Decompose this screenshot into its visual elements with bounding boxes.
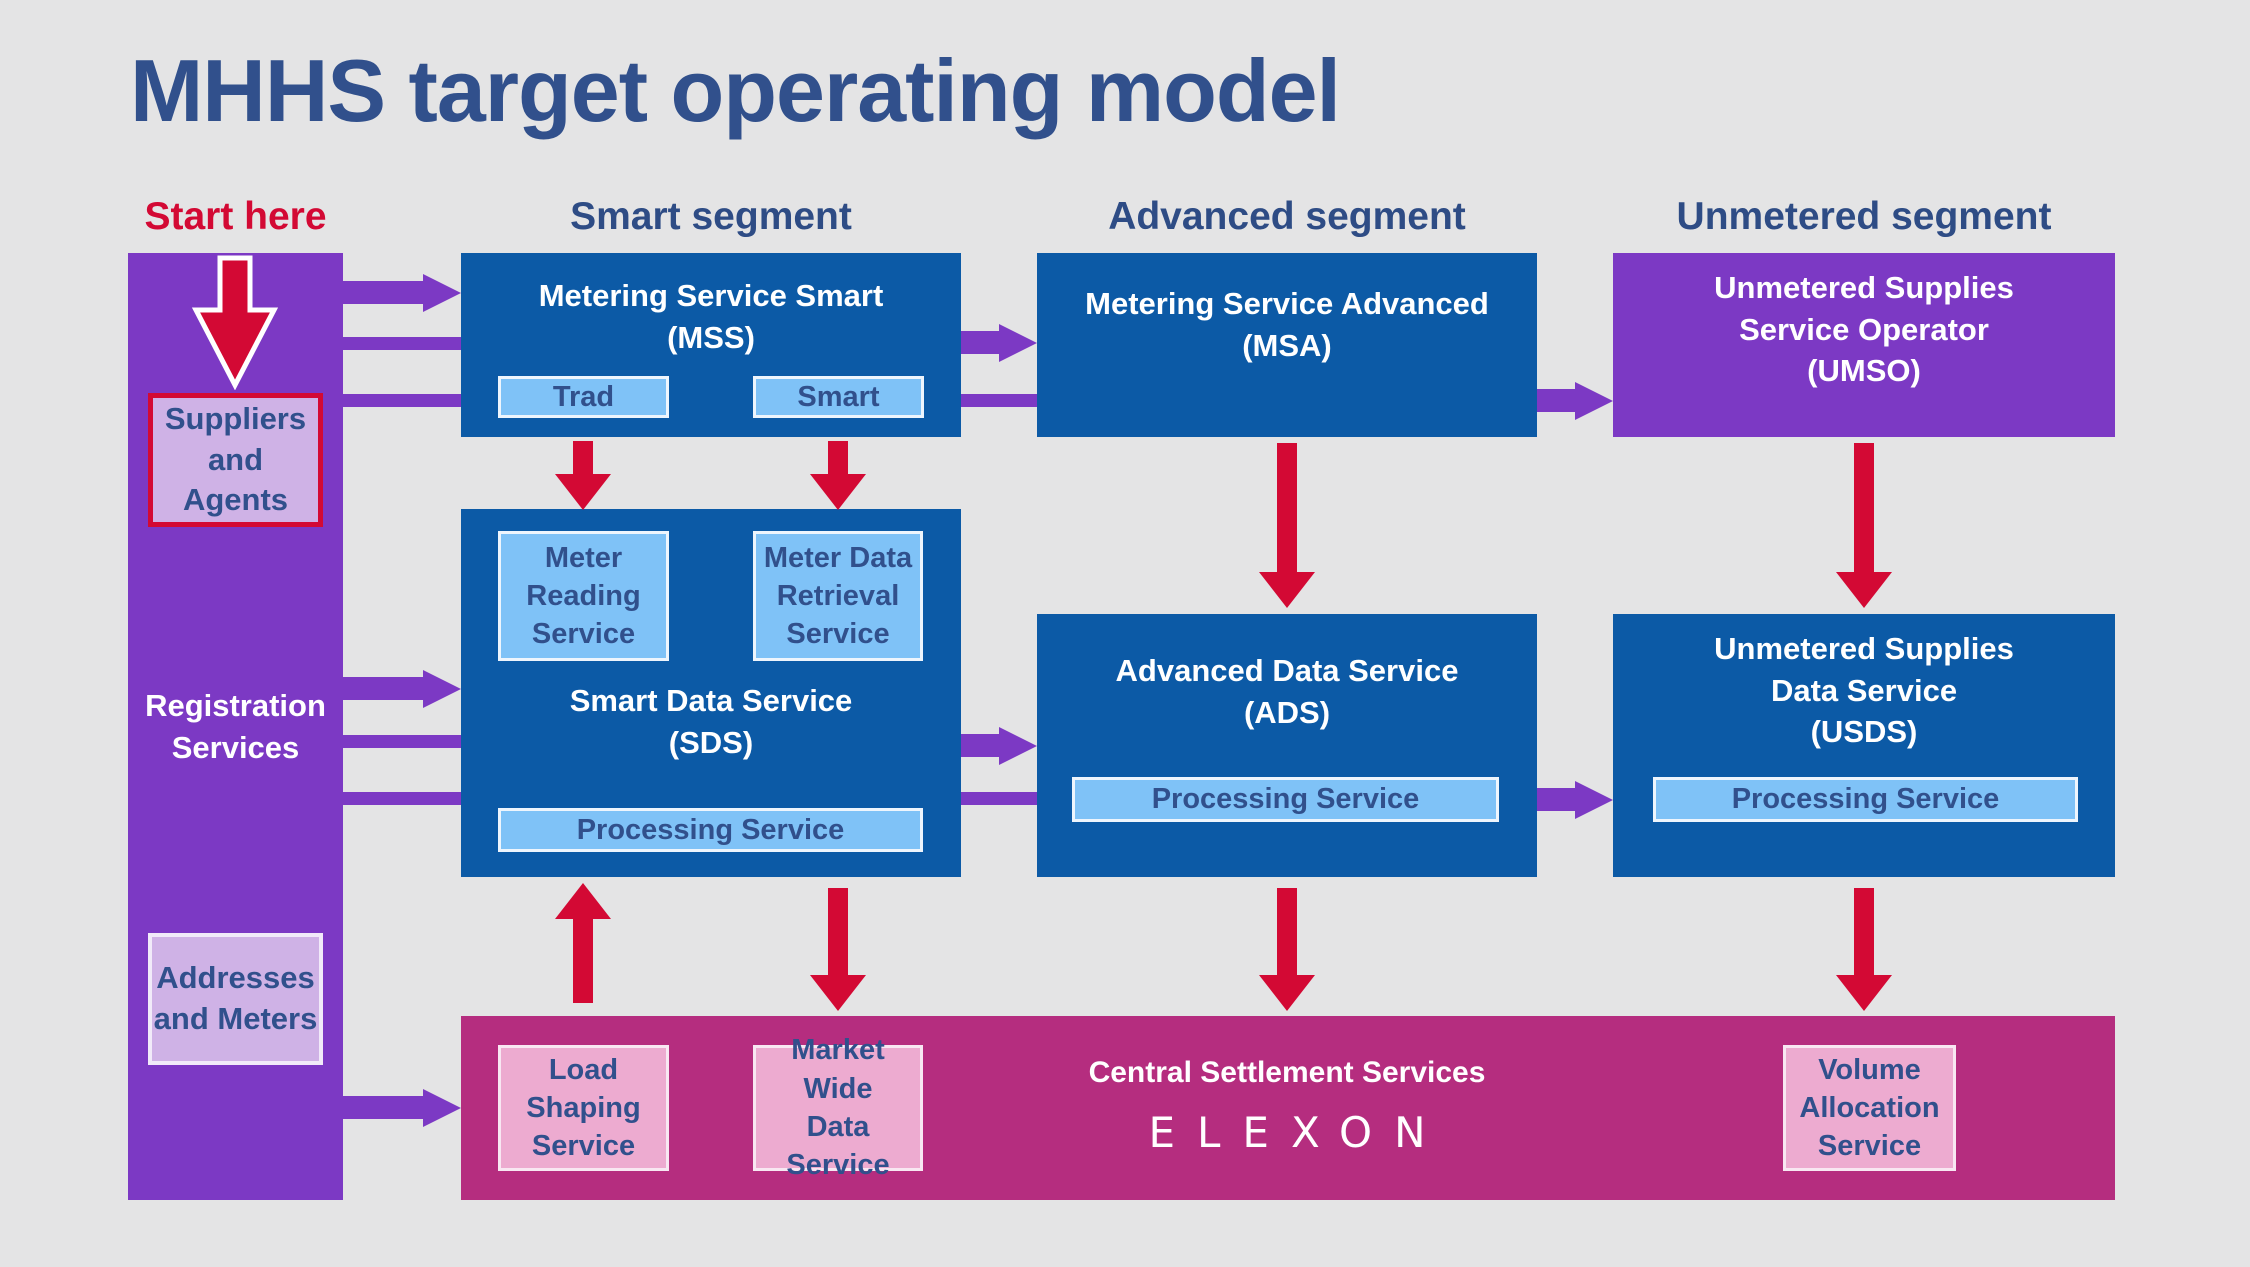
sds-to-ads-bar bbox=[961, 792, 1037, 805]
ads-box: Advanced Data Service (ADS) Processing S… bbox=[1037, 614, 1537, 877]
meter-reading-service-label: Meter Reading Service bbox=[526, 541, 641, 651]
umso-label: Unmetered Supplies Service Operator (UMS… bbox=[1714, 270, 2014, 389]
volume-allocation-service-box: Volume Allocation Service bbox=[1783, 1045, 1956, 1171]
rail-to-sds-arrow-icon bbox=[343, 677, 423, 700]
header-start-here: Start here bbox=[144, 195, 327, 238]
rail-to-mss-bar-2 bbox=[343, 394, 461, 407]
mss-to-msa-arrow-icon bbox=[961, 331, 999, 354]
mss-to-msa-bar bbox=[961, 394, 1037, 407]
load-shaping-service-label: Load Shaping Service bbox=[526, 1053, 641, 1163]
ads-label: Advanced Data Service (ADS) bbox=[1115, 653, 1459, 730]
meter-reading-service-box: Meter Reading Service bbox=[498, 531, 669, 661]
smart-label: Smart bbox=[797, 380, 880, 413]
trad-label: Trad bbox=[552, 380, 615, 413]
rail-to-mss-bar-1 bbox=[343, 337, 461, 350]
trad-box: Trad bbox=[498, 376, 669, 418]
usds-box: Unmetered Supplies Data Service (USDS) P… bbox=[1613, 614, 2115, 877]
sds-box: Meter Reading Service Meter Data Retriev… bbox=[461, 509, 961, 877]
ads-to-usds-arrow-icon bbox=[1537, 788, 1575, 811]
elexon-logo: ELEXON bbox=[1148, 1108, 1448, 1157]
ads-processing-service-bar: Processing Service bbox=[1072, 777, 1499, 822]
addresses-and-meters-box: Addresses and Meters bbox=[148, 933, 323, 1065]
sds-to-ads-arrow-icon bbox=[961, 734, 999, 757]
rail-to-central-arrow-icon bbox=[343, 1096, 423, 1119]
sds-label: Smart Data Service (SDS) bbox=[569, 683, 853, 760]
smart-box: Smart bbox=[753, 376, 924, 418]
usds-processing-service-bar: Processing Service bbox=[1653, 777, 2078, 822]
umso-to-usds-arrow-icon bbox=[1854, 443, 1874, 572]
start-here-arrow-icon bbox=[191, 255, 279, 390]
usds-processing-service-label: Processing Service bbox=[1731, 783, 2000, 816]
ads-processing-service-label: Processing Service bbox=[1151, 783, 1420, 816]
mss-label: Metering Service Smart (MSS) bbox=[538, 278, 884, 355]
market-wide-data-service-label: Market Wide Data Service bbox=[786, 1034, 890, 1182]
trad-to-sds-arrow-icon bbox=[573, 441, 593, 474]
rail-to-sds-bar-2 bbox=[343, 792, 461, 805]
usds-to-central-arrow-icon bbox=[1854, 888, 1874, 975]
sds-processing-service-bar: Processing Service bbox=[498, 808, 923, 852]
ads-to-central-arrow-icon bbox=[1277, 888, 1297, 975]
registration-rail: Suppliers and Agents Registration Servic… bbox=[128, 253, 343, 1200]
usds-label: Unmetered Supplies Data Service (USDS) bbox=[1714, 631, 2014, 750]
suppliers-and-agents-box: Suppliers and Agents bbox=[148, 393, 323, 527]
msa-label: Metering Service Advanced (MSA) bbox=[1085, 286, 1489, 363]
market-wide-data-service-box: Market Wide Data Service bbox=[753, 1034, 923, 1181]
msa-box: Metering Service Advanced (MSA) bbox=[1037, 253, 1537, 437]
meter-data-retrieval-service-label: Meter Data Retrieval Service bbox=[763, 541, 913, 651]
header-smart-segment: Smart segment bbox=[570, 195, 852, 238]
load-shaping-service-box: Load Shaping Service bbox=[498, 1045, 669, 1171]
mss-box: Metering Service Smart (MSS) Trad Smart bbox=[461, 253, 961, 437]
sds-processing-service-label: Processing Service bbox=[576, 813, 845, 846]
addresses-and-meters-label: Addresses and Meters bbox=[153, 960, 318, 1036]
page-title: MHHS target operating model bbox=[130, 41, 1341, 140]
volume-allocation-service-label: Volume Allocation Service bbox=[1799, 1053, 1940, 1163]
sds-to-central-arrow-icon bbox=[828, 888, 848, 975]
central-settlement-bar: Load Shaping Service Market Wide Data Se… bbox=[461, 1016, 2115, 1200]
msa-to-umso-arrow-icon bbox=[1537, 389, 1575, 412]
smart-to-sds-arrow-icon bbox=[828, 441, 848, 474]
central-to-sds-arrow-icon bbox=[573, 919, 593, 1003]
rail-to-sds-bar-1 bbox=[343, 735, 461, 748]
header-advanced-segment: Advanced segment bbox=[1108, 195, 1466, 238]
meter-data-retrieval-service-box: Meter Data Retrieval Service bbox=[753, 531, 923, 661]
umso-box: Unmetered Supplies Service Operator (UMS… bbox=[1613, 253, 2115, 437]
registration-services-label: Registration Services bbox=[145, 688, 326, 765]
suppliers-and-agents-label: Suppliers and Agents bbox=[164, 400, 307, 518]
rail-to-mss-arrow-icon bbox=[343, 281, 423, 304]
central-settlement-services-label: Central Settlement Services bbox=[1088, 1056, 1486, 1089]
msa-to-ads-arrow-icon bbox=[1277, 443, 1297, 572]
header-unmetered-segment: Unmetered segment bbox=[1676, 195, 2052, 238]
